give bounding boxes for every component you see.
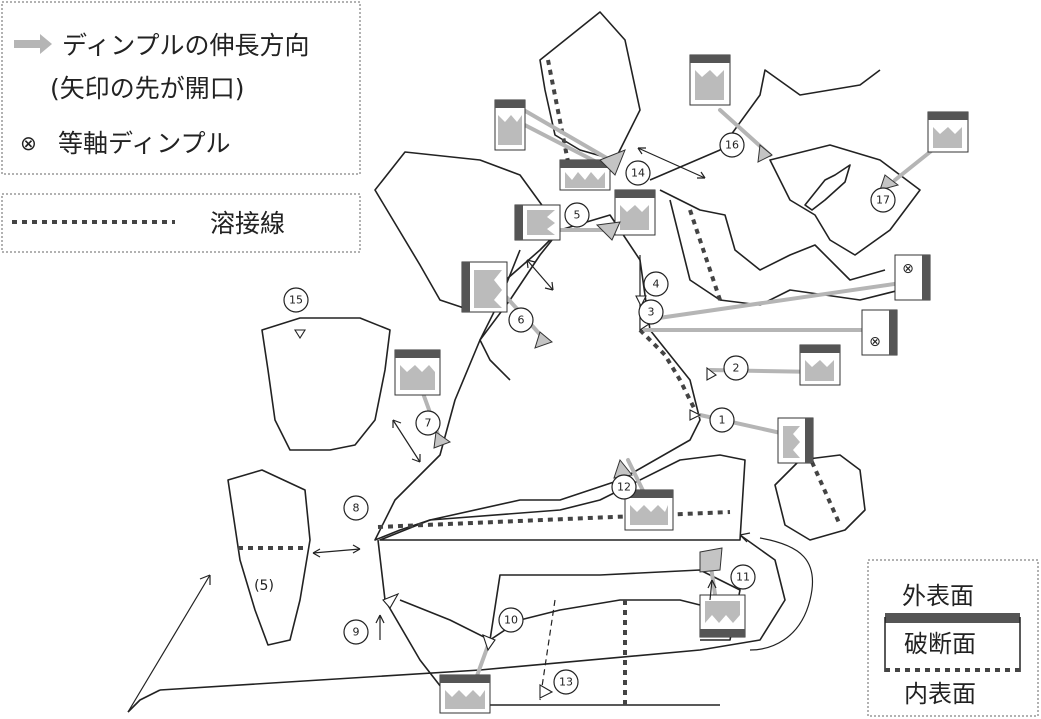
marker-7: 7: [415, 410, 441, 436]
weld-legend-box: 溶接線: [1, 193, 361, 253]
legend-equiaxed-label: 等軸ディンプル: [58, 129, 231, 158]
svg-text:17: 17: [876, 194, 890, 207]
outer-surface-bar: [885, 613, 1020, 623]
svg-text:14: 14: [631, 167, 645, 180]
marker-8: 8: [343, 495, 369, 521]
marker-3: 3: [638, 299, 664, 325]
svg-text:15: 15: [289, 294, 303, 307]
svg-text:6: 6: [518, 314, 525, 327]
svg-text:13: 13: [559, 676, 573, 689]
marker-10: 10: [498, 607, 524, 633]
svg-text:⊗: ⊗: [869, 334, 881, 350]
dimple-rays: [418, 103, 947, 697]
fragment-5-label: (5): [254, 578, 274, 594]
marker-5: 5: [564, 202, 590, 228]
outer-surface-label: 外表面: [902, 582, 974, 610]
svg-text:16: 16: [725, 139, 739, 152]
arrows: [127, 147, 814, 713]
legend-weld-label: 溶接線: [210, 209, 285, 238]
fracture-surface-label: 破断面: [904, 630, 976, 658]
legend-arrow-line1: ディンプルの伸長方向: [62, 31, 310, 60]
svg-text:⊗: ⊗: [902, 261, 914, 277]
svg-text:5: 5: [574, 209, 581, 222]
marker-14: 14: [625, 160, 651, 186]
equiaxed-dimple-icon: ⊗: [20, 131, 37, 155]
marker-17: 17: [870, 187, 896, 213]
growth-direction-arrow-icon: [14, 34, 52, 54]
legend-arrow-line2: (矢印の先が開口): [50, 74, 245, 103]
svg-text:10: 10: [504, 614, 518, 627]
inner-surface-label: 内表面: [904, 680, 976, 708]
surface-legend-box: 外表面 破断面 内表面: [867, 559, 1039, 717]
marker-13: 13: [553, 669, 579, 695]
marker-15: 15: [283, 287, 309, 313]
numbered-markers: 1 2 3 4 5 6 7 8 9 10 11 12 13 14 15 16 1…: [283, 132, 896, 695]
svg-text:1: 1: [719, 414, 726, 427]
marker-12: 12: [611, 474, 637, 500]
svg-text:11: 11: [736, 571, 750, 584]
marker-16: 16: [719, 132, 745, 158]
marker-4: 4: [643, 271, 669, 297]
svg-text:8: 8: [353, 502, 360, 515]
fracture-sample-icons: ⊗ ⊗: [394, 54, 969, 714]
marker-1: 1: [709, 407, 735, 433]
svg-text:2: 2: [733, 362, 740, 375]
marker-2: 2: [723, 355, 749, 381]
marker-11: 11: [730, 564, 756, 590]
marker-9: 9: [343, 619, 369, 645]
svg-text:3: 3: [648, 306, 655, 319]
svg-text:12: 12: [617, 481, 631, 494]
legend-box: ディンプルの伸長方向 (矢印の先が開口) ⊗ 等軸ディンプル: [1, 1, 361, 175]
marker-6: 6: [508, 307, 534, 333]
crack-triangles: [294, 144, 900, 699]
svg-text:4: 4: [653, 278, 660, 291]
svg-text:9: 9: [353, 626, 360, 639]
svg-text:7: 7: [425, 417, 432, 430]
